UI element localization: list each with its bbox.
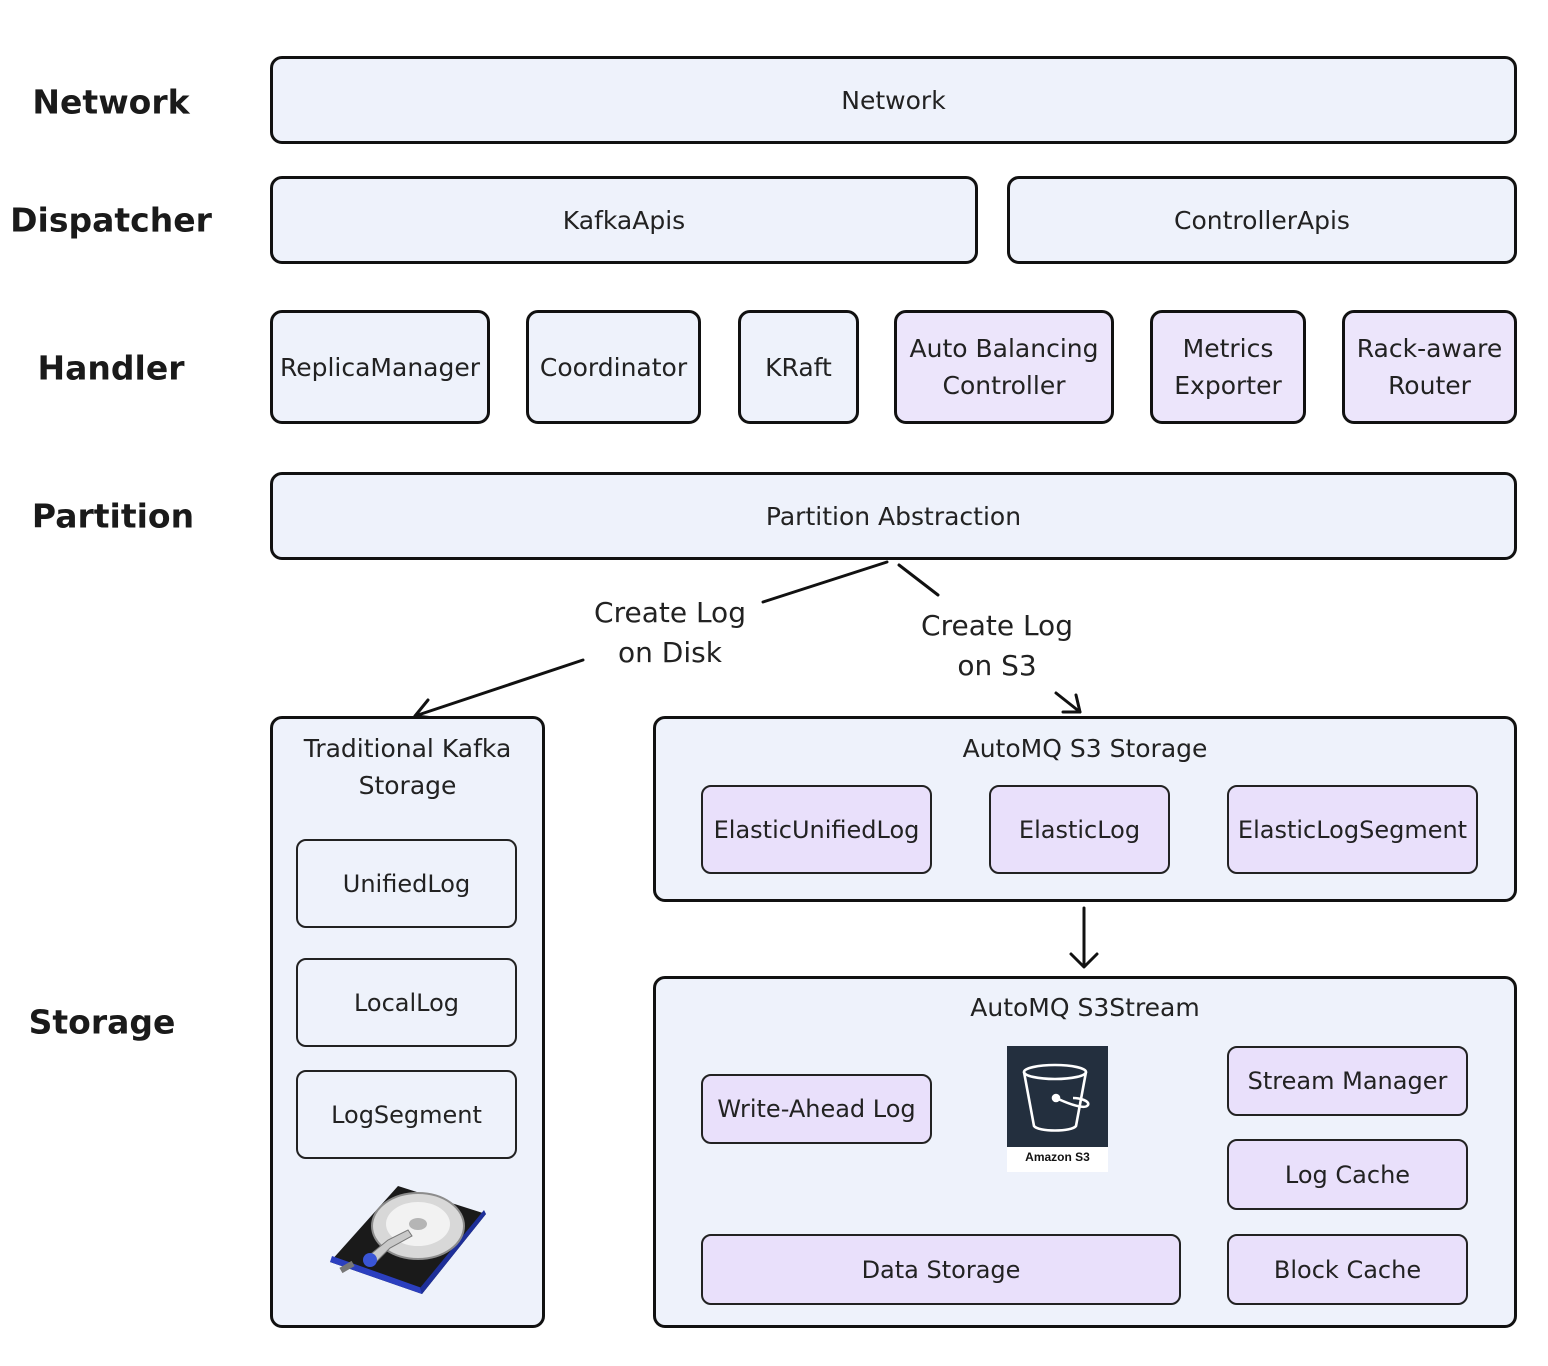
hard-drive-icon — [330, 1186, 486, 1294]
elastic-log-segment-box: ElasticLogSegment — [1227, 785, 1478, 874]
kraft-box: KRaft — [738, 310, 859, 424]
edge-label-s3-line2: on S3 — [957, 649, 1037, 682]
network-box: Network — [270, 56, 1517, 144]
write-ahead-log-box: Write-Ahead Log — [701, 1074, 932, 1144]
rack-aware-router-line1: Rack-aware — [1356, 334, 1503, 363]
metrics-exporter-line2: Exporter — [1174, 371, 1282, 400]
layer-label-partition: Partition — [31, 496, 195, 536]
bucket-icon — [1022, 1063, 1090, 1132]
edge-label-disk-line2: on Disk — [618, 636, 722, 669]
kafka-apis-box: KafkaApis — [270, 176, 978, 264]
layer-label-network: Network — [32, 82, 190, 122]
rack-aware-router-line2: Router — [1388, 371, 1471, 400]
edge-s3-arrowhead — [1061, 693, 1082, 714]
data-storage-box: Data Storage — [701, 1234, 1181, 1305]
traditional-title-line2: Storage — [358, 771, 457, 800]
automq-s3stream-title: AutoMQ S3Stream — [970, 993, 1200, 1022]
partition-abstraction-box: Partition Abstraction — [270, 472, 1517, 560]
traditional-title-line1: Traditional Kafka — [303, 734, 512, 763]
edge-s3-lower — [1054, 691, 1082, 714]
layer-label-storage: Storage — [28, 1002, 176, 1042]
edge-label-s3: Create Log on S3 — [921, 606, 1073, 686]
auto-balancing-controller-box: Auto Balancing Controller — [894, 310, 1114, 424]
s3-icon-background — [1007, 1046, 1108, 1147]
edge-disk-lower — [413, 658, 585, 718]
automq-s3-storage-title: AutoMQ S3 Storage — [962, 734, 1208, 763]
amazon-s3-caption: Amazon S3 — [1025, 1150, 1090, 1164]
edge-storage-to-stream-head — [1069, 952, 1099, 969]
elastic-unified-log-box: ElasticUnifiedLog — [701, 785, 932, 874]
auto-balancing-line1: Auto Balancing — [909, 334, 1099, 363]
metrics-exporter-box: Metrics Exporter — [1150, 310, 1306, 424]
edge-label-disk: Create Log on Disk — [594, 593, 746, 673]
block-cache-box: Block Cache — [1227, 1234, 1468, 1305]
layer-label-handler: Handler — [37, 348, 185, 388]
coordinator-box: Coordinator — [526, 310, 701, 424]
unified-log-box: UnifiedLog — [296, 839, 517, 928]
rack-aware-router-box: Rack-aware Router — [1342, 310, 1517, 424]
replica-manager-box: ReplicaManager — [270, 310, 490, 424]
metrics-exporter-line1: Metrics — [1182, 334, 1274, 363]
elastic-log-box: ElasticLog — [989, 785, 1170, 874]
amazon-s3-icon: Amazon S3 — [1007, 1046, 1108, 1172]
layer-label-dispatcher: Dispatcher — [10, 200, 212, 240]
log-segment-box: LogSegment — [296, 1070, 517, 1159]
controller-apis-box: ControllerApis — [1007, 176, 1517, 264]
traditional-kafka-storage-title: Traditional Kafka Storage — [272, 730, 543, 804]
auto-balancing-line2: Controller — [942, 371, 1066, 400]
local-log-box: LocalLog — [296, 958, 517, 1047]
edge-label-disk-line1: Create Log — [594, 596, 746, 629]
log-cache-box: Log Cache — [1227, 1139, 1468, 1210]
edge-disk-upper — [761, 560, 889, 604]
edge-label-s3-line1: Create Log — [921, 609, 1073, 642]
edge-s3-upper — [897, 563, 940, 597]
stream-manager-box: Stream Manager — [1227, 1046, 1468, 1116]
